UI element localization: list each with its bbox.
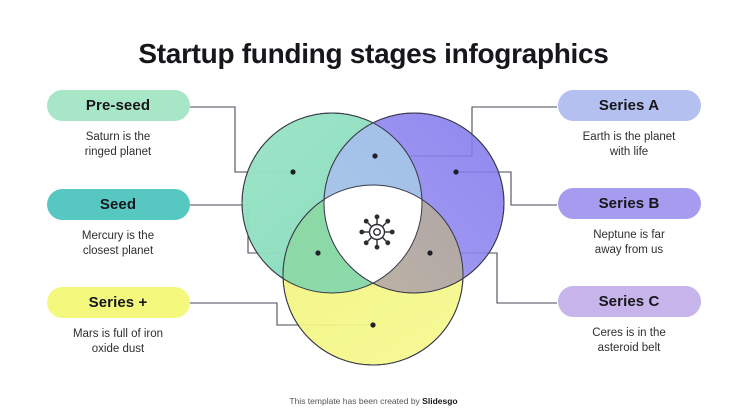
footer-credit-text: This template has been created by	[289, 396, 423, 406]
footer-credit: This template has been created by Slides…	[0, 396, 747, 406]
description-series-plus: Mars is full of iron oxide dust	[72, 328, 164, 355]
description-series-b: Neptune is far away from us	[593, 229, 665, 256]
dot-seed	[315, 250, 321, 256]
label-block-series-a[interactable]: Series A Earth is the planet with life	[529, 90, 729, 160]
description-series-a: Earth is the planet with life	[582, 131, 676, 158]
description-series-c: Ceres is in the asteroid belt	[592, 327, 666, 354]
dot-series-c	[427, 250, 433, 256]
description-pre-seed: Saturn is the ringed planet	[84, 131, 152, 158]
label-block-pre-seed[interactable]: Pre-seed Saturn is the ringed planet	[18, 90, 218, 160]
label-block-series-c[interactable]: Series C Ceres is in the asteroid belt	[529, 286, 729, 356]
pill-seed[interactable]: Seed	[46, 189, 190, 220]
pill-pre-seed[interactable]: Pre-seed	[46, 90, 190, 121]
label-block-series-b[interactable]: Series B Neptune is far away from us	[529, 188, 729, 258]
dot-series-a	[372, 153, 378, 159]
dot-series-b	[453, 169, 459, 175]
pill-series-c[interactable]: Series C	[557, 286, 701, 317]
pill-series-a[interactable]: Series A	[557, 90, 701, 121]
venn-circles	[241, 112, 505, 366]
label-block-seed[interactable]: Seed Mercury is the closest planet	[18, 189, 218, 259]
connector-dots	[290, 153, 459, 328]
dot-pre-seed	[290, 169, 296, 175]
network-hub-icon	[359, 214, 395, 250]
pill-series-plus[interactable]: Series +	[46, 287, 190, 318]
dot-series-plus	[370, 322, 376, 328]
description-seed: Mercury is the closest planet	[81, 230, 155, 257]
footer-brand: Slidesgo	[422, 396, 458, 406]
label-block-series-plus[interactable]: Series + Mars is full of iron oxide dust	[18, 287, 218, 357]
page-title: Startup funding stages infographics	[138, 38, 609, 69]
pill-series-b[interactable]: Series B	[557, 188, 701, 219]
